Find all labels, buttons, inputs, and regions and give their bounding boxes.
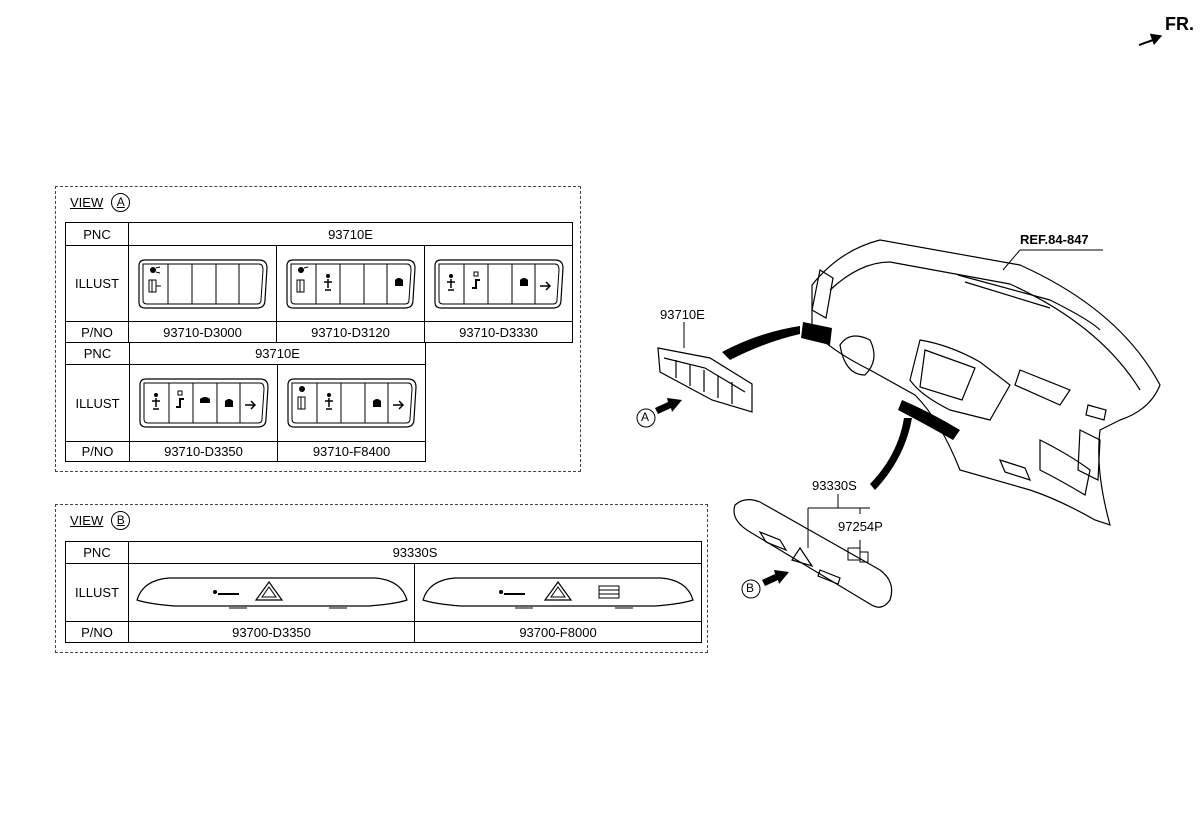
part-number: 93710-D3350 — [129, 441, 278, 462]
view-b-marker: B — [111, 511, 131, 530]
switch-illust-f8400 — [277, 364, 426, 442]
pointer-arrow-a — [722, 326, 800, 360]
view-a-title: VIEW — [70, 195, 104, 210]
pnc-value: 93710E — [128, 222, 573, 246]
pno-header: P/NO — [65, 441, 130, 462]
pnc-header: PNC — [65, 222, 129, 246]
switch-location-a — [801, 322, 832, 345]
parking-sensor-icon — [200, 397, 210, 403]
pnc-header: PNC — [65, 342, 130, 365]
pnc-header: PNC — [65, 541, 129, 564]
switch-illust-d3350 — [129, 364, 278, 442]
view-a-marker: A — [111, 193, 131, 212]
hazard-icon — [254, 580, 284, 601]
illust-header: ILLUST — [65, 245, 129, 322]
headlamp-level-icon — [150, 266, 161, 274]
parking-sensor-icon — [395, 278, 403, 286]
view-b-title: VIEW — [70, 513, 104, 528]
pnc-value: 93710E — [129, 342, 426, 365]
heated-seat-icon — [176, 390, 184, 408]
illust-header: ILLUST — [65, 364, 130, 442]
seat-belt-icon — [325, 393, 333, 410]
esc-off-icon — [297, 396, 306, 410]
switch-location-b — [898, 400, 960, 440]
seat-belt-icon — [152, 393, 160, 410]
headlamp-level-icon — [298, 266, 309, 273]
callout-97254p: 97254P — [838, 519, 883, 534]
hazard-panel-illust-d3350 — [128, 563, 415, 622]
pno-header: P/NO — [65, 321, 129, 343]
hazard-panel-illust-f8000 — [414, 563, 702, 622]
view-arrow-a-icon — [655, 398, 682, 414]
view-b-panel — [55, 504, 708, 653]
seat-belt-icon — [324, 274, 332, 291]
trunk-icon — [540, 281, 552, 291]
part-number: 93710-D3120 — [276, 321, 425, 343]
parking-sensor-icon — [373, 399, 381, 407]
part-number: 93710-D3330 — [424, 321, 573, 343]
instrument-panel-outline — [811, 239, 1161, 526]
view-a-table-2: PNC 93710E ILLUST — [65, 342, 426, 462]
front-direction-label: FR. — [1165, 14, 1194, 34]
marker-a-label: A — [641, 410, 650, 424]
callout-93710e: 93710E — [660, 307, 705, 322]
switch-illust-d3000 — [128, 245, 277, 322]
part-number: 93700-F8000 — [414, 621, 702, 643]
pointer-arrow-b — [870, 418, 912, 490]
marker-b-label: B — [746, 581, 755, 595]
usb-icon — [499, 590, 525, 595]
hazard-switch-panel-93330s — [733, 499, 893, 608]
front-arrow-icon — [1138, 33, 1163, 46]
seat-belt-icon — [447, 274, 455, 291]
callout-93330s: 93330S — [812, 478, 857, 493]
view-a-panel — [55, 186, 581, 472]
view-arrow-b-icon — [762, 570, 789, 586]
part-number: 93700-D3350 — [128, 621, 415, 643]
seat-heater-icon — [598, 585, 620, 599]
dashboard-drawing — [636, 33, 1163, 608]
esc-off-icon — [296, 279, 305, 293]
heated-seat-icon — [472, 271, 480, 289]
part-number: 93710-F8400 — [277, 441, 426, 462]
pno-header: P/NO — [65, 621, 129, 643]
trunk-icon — [393, 400, 405, 410]
view-a-label: VIEW A — [70, 193, 131, 212]
view-a-table-1: PNC 93710E ILLUST — [65, 222, 573, 343]
switch-illust-d3120 — [276, 245, 425, 322]
parking-sensor-icon — [520, 278, 528, 286]
esc-off-icon — [148, 279, 161, 293]
switch-illust-d3330 — [424, 245, 573, 322]
ref-label: REF.84-847 — [1020, 232, 1089, 247]
hazard-icon — [543, 580, 573, 601]
switch-assembly-93710e — [657, 347, 753, 413]
illust-header: ILLUST — [65, 563, 129, 622]
part-number: 93710-D3000 — [128, 321, 277, 343]
usb-icon — [213, 590, 239, 595]
view-b-table: PNC 93330S ILLUST P/NO 93700-D3350 9370 — [65, 541, 702, 643]
headlamp-level-icon — [299, 386, 305, 392]
trunk-icon — [245, 400, 257, 410]
parking-sensor-icon — [225, 399, 233, 407]
view-b-label: VIEW B — [70, 511, 131, 530]
connector-97254p — [847, 547, 869, 563]
